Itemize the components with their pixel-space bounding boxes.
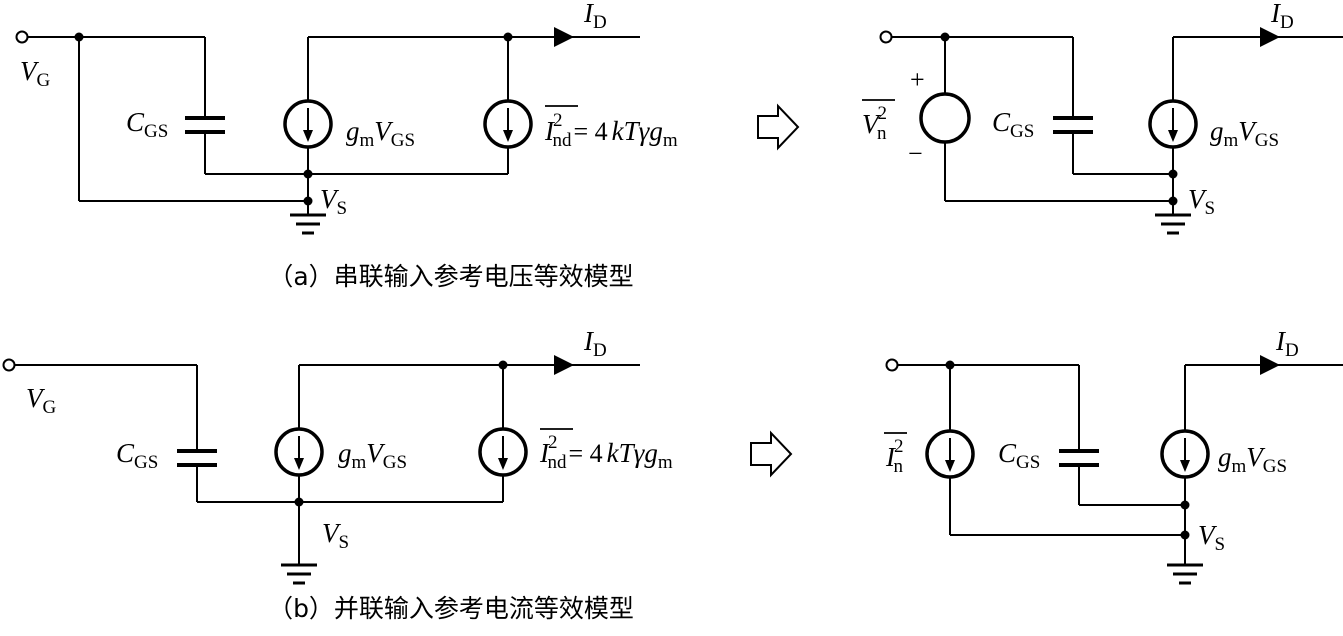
label-vs: VS [322, 518, 349, 553]
label-id: ID [583, 326, 607, 361]
label-cgs: CGS [992, 107, 1034, 142]
noise-current-source [925, 429, 975, 479]
gate-terminal [2, 358, 16, 372]
noise-current-source [478, 427, 528, 477]
ground-symbol [1167, 563, 1203, 585]
label-minus: − [908, 139, 923, 168]
label-id: ID [583, 0, 607, 33]
label-vs: VS [1198, 520, 1225, 555]
current-source-gm [274, 427, 324, 477]
label-vs: VS [1188, 184, 1215, 219]
label-id: ID [1270, 0, 1294, 33]
gate-terminal [885, 358, 899, 372]
label-id: ID [1275, 326, 1299, 361]
gate-terminal [15, 30, 29, 44]
label-vs: VS [320, 184, 347, 219]
ground-symbol [1155, 213, 1191, 235]
label-vg: VG [20, 56, 51, 91]
caption-b: （b）并联输入参考电流等效模型 [268, 594, 634, 623]
label-gmvgs: gmVGS [338, 438, 407, 473]
ground-symbol [290, 213, 326, 235]
label-gmvgs: gmVGS [346, 116, 415, 151]
gate-terminal [879, 30, 893, 44]
equivalence-arrow-icon [757, 103, 800, 151]
label-cgs: CGS [126, 107, 168, 142]
current-source-gm [1160, 429, 1210, 479]
label-gmvgs: gmVGS [1218, 442, 1287, 477]
label-vg: VG [26, 383, 57, 418]
current-source-gm [1148, 99, 1198, 149]
label-plus: + [910, 65, 925, 94]
label-gmvgs: gmVGS [1210, 116, 1279, 151]
caption-a: （a）串联输入参考电压等效模型 [268, 262, 633, 291]
noise-voltage-source [919, 92, 971, 144]
ground-symbol [281, 563, 317, 585]
noise-current-source [483, 99, 533, 149]
label-cgs: CGS [998, 438, 1040, 473]
current-source-gm [283, 99, 333, 149]
label-cgs: CGS [116, 438, 158, 473]
equivalence-arrow-icon [750, 430, 793, 478]
